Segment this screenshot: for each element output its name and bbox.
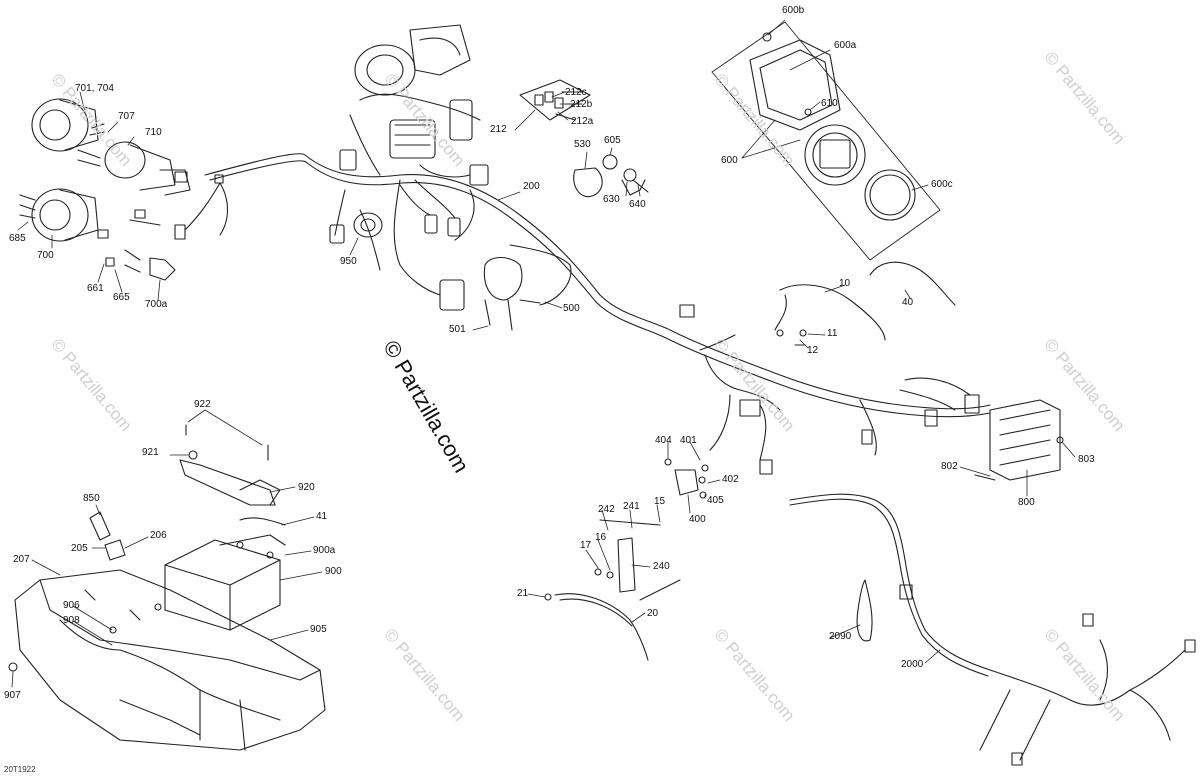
part-500 [483,244,572,331]
callout-212c: 212c [565,87,587,98]
callout-401: 401 [680,435,697,446]
callout-500: 500 [563,303,580,314]
callout-610: 610 [821,98,838,109]
callout-701-704: 701, 704 [75,83,114,94]
callout-900: 900 [325,566,342,577]
tray-905 [8,569,326,751]
callout-206: 206 [150,530,167,541]
callout-2000: 2000 [901,659,924,670]
callout-404: 404 [655,435,672,446]
callout-907: 907 [4,690,21,701]
callout-922: 922 [194,399,211,410]
callout-850: 850 [83,493,100,504]
callout-661: 661 [87,283,104,294]
callout-402: 402 [722,474,739,485]
callout-11: 11 [827,328,838,339]
callout-212a: 212a [571,116,594,127]
callout-908: 908 [63,615,80,626]
callout-803: 803 [1078,454,1095,465]
callout-906: 906 [63,600,80,611]
callout-685: 685 [9,233,26,244]
callout-40: 40 [902,297,914,308]
module-800 [974,399,1064,481]
callout-212: 212 [490,124,507,135]
callout-600c: 600c [931,179,953,190]
callout-800: 800 [1018,497,1035,508]
callout-921: 921 [142,447,159,458]
callout-205: 205 [71,543,88,554]
callout-700a: 700a [145,299,168,310]
callout-405: 405 [707,495,724,506]
sensor-group-530 [573,154,649,198]
harness-2000 [789,493,1196,766]
callout-200: 200 [523,181,540,192]
callout-600: 600 [721,155,738,166]
engine-harness-cluster [339,24,489,238]
callout-21: 21 [517,588,529,599]
callout-640: 640 [629,199,646,210]
callout-10: 10 [839,278,851,289]
callout-15: 15 [654,496,666,507]
cables-10-40 [774,261,956,346]
callout-17: 17 [580,540,592,551]
callout-600a: 600a [834,40,857,51]
callout-16: 16 [595,532,607,543]
callout-710: 710 [145,127,162,138]
main-harness-200 [174,153,991,475]
battery-900 [164,517,286,631]
callout-501: 501 [449,324,466,335]
diagram-code: 20T1922 [4,765,36,774]
callout-212b: 212b [570,99,593,110]
callout-2090: 2090 [829,631,852,642]
callout-665: 665 [113,292,130,303]
callout-630: 630 [603,194,620,205]
callout-240: 240 [653,561,670,572]
parts-400-240-20 [544,458,709,661]
callout-700: 700 [37,250,54,261]
callout-605: 605 [604,135,621,146]
callout-41: 41 [316,511,328,522]
callout-600b: 600b [782,5,805,16]
callout-707: 707 [118,111,135,122]
callout-900a: 900a [313,545,336,556]
bracket-920 [179,424,281,506]
callout-530: 530 [574,139,591,150]
callout-12: 12 [807,345,819,356]
callout-950: 950 [340,256,357,267]
parts-850-205 [89,511,126,561]
callout-802: 802 [941,461,958,472]
callout-905: 905 [310,624,327,635]
gauge-assembly-600 [711,21,941,261]
callout-920: 920 [298,482,315,493]
leader-lines [11,19,1076,688]
callout-400: 400 [689,514,706,525]
callout-242: 242 [598,504,615,515]
callout-207: 207 [13,554,30,565]
headlights-700 [19,98,191,281]
callout-20: 20 [647,608,659,619]
callout-241: 241 [623,501,640,512]
